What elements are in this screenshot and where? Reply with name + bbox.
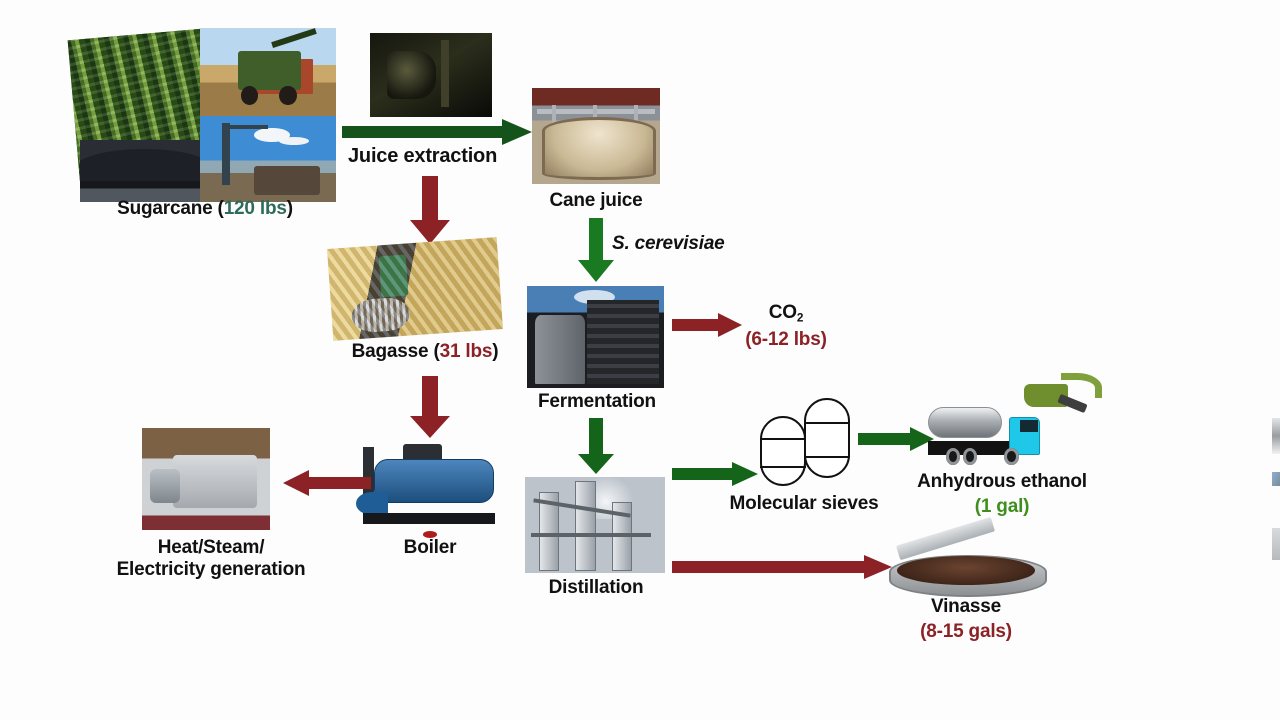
- arrow-boiler-to-heat: [283, 470, 371, 496]
- label-heat-steam: Heat/Steam/ Electricity generation: [86, 537, 336, 581]
- label-co2-amount: (6-12 lbs): [745, 329, 827, 350]
- label-distillation: Distillation: [548, 577, 644, 598]
- label-bagasse-amount: 31 lbs: [439, 341, 493, 362]
- photo-cane-juice: [532, 88, 660, 184]
- label-vinasse: Vinasse: [930, 596, 1002, 617]
- photo-turbine-generator: [142, 428, 270, 530]
- edge-fragment-middle: [1272, 472, 1280, 486]
- arrow-distillation-to-vinasse: [672, 555, 892, 579]
- photo-mill: [370, 33, 492, 117]
- arrow-distillation-to-sieves: [672, 462, 758, 486]
- boiler-marker-dot: [423, 531, 437, 538]
- photo-cane-loading: [200, 116, 336, 202]
- photo-bagasse-pile: [80, 140, 208, 202]
- arrow-juice-extraction: [342, 119, 532, 145]
- label-boiler: Boiler: [403, 537, 457, 558]
- label-s-cerevisiae: S. cerevisiae: [612, 233, 725, 254]
- node-sugarcane: [67, 28, 336, 228]
- label-heat-steam-line2: Electricity generation: [116, 558, 306, 580]
- label-heat-steam-line1: Heat/Steam/: [157, 537, 265, 558]
- label-anhydrous-ethanol: Anhydrous ethanol: [917, 471, 1087, 492]
- photo-sugarcane-harvester: [200, 28, 336, 116]
- photo-boiler: [335, 432, 513, 536]
- illustration-vinasse-tank: [886, 516, 1047, 604]
- edge-fragment-bottom: [1272, 528, 1280, 560]
- label-bagasse: Bagasse (31 lbs): [330, 341, 520, 363]
- label-sugarcane-text: Sugarcane (: [117, 198, 224, 219]
- arrow-fermentation-to-co2: [672, 313, 742, 337]
- arrow-fermentation-to-distillation: [578, 418, 614, 474]
- label-co2: CO2: [726, 302, 846, 325]
- edge-fragment-top: [1272, 418, 1280, 454]
- label-co2-subscript: 2: [796, 311, 804, 325]
- arrow-bagasse-to-boiler: [410, 376, 450, 438]
- sieve-vessel-right: [804, 398, 850, 478]
- label-fermentation: Fermentation: [538, 391, 656, 412]
- arrow-mill-to-bagasse: [410, 176, 450, 244]
- label-cane-juice: Cane juice: [549, 190, 643, 211]
- sieve-vessel-left: [760, 416, 806, 486]
- illustration-tanker-truck: [928, 400, 1040, 466]
- label-sugarcane-close: ): [286, 198, 293, 219]
- label-juice-extraction: Juice extraction: [348, 145, 498, 167]
- label-anhydrous-ethanol-amount: (1 gal): [974, 496, 1030, 517]
- arrow-yeast: [578, 218, 614, 282]
- label-bagasse-text: Bagasse (: [351, 341, 440, 362]
- label-molecular-sieves: Molecular sieves: [729, 493, 879, 514]
- label-sugarcane: Sugarcane (120 lbs): [74, 198, 336, 220]
- photo-fermentation: [527, 286, 664, 388]
- label-sugarcane-amount: 120 lbs: [223, 198, 287, 219]
- label-co2-text: CO: [768, 302, 797, 323]
- illustration-fuel-nozzle: [1024, 373, 1103, 420]
- label-vinasse-amount: (8-15 gals): [920, 621, 1012, 642]
- arrow-sieves-to-ethanol: [858, 427, 934, 451]
- label-bagasse-close: ): [492, 341, 499, 362]
- photo-bagasse: [326, 237, 504, 341]
- node-molecular-sieves: [760, 398, 850, 486]
- photo-distillation: [525, 477, 665, 573]
